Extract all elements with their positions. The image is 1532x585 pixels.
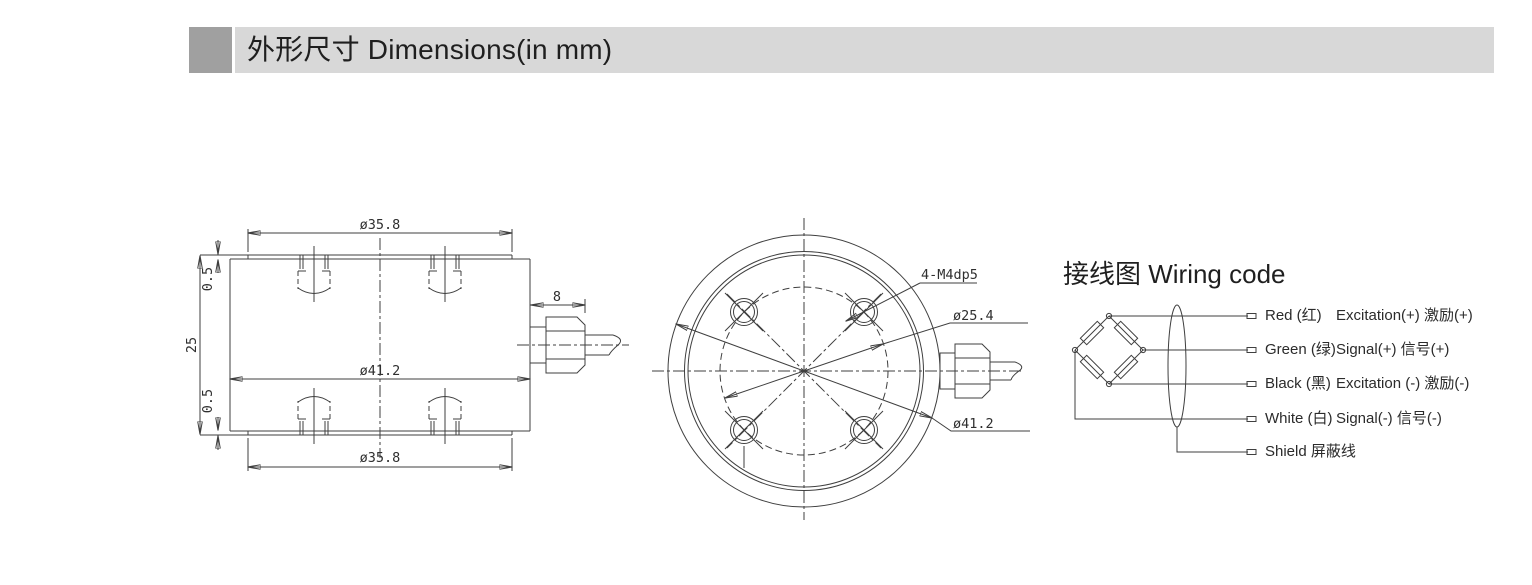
- wire-desc: Signal(+) 信号(+): [1336, 341, 1450, 358]
- wire-label: White (白): [1265, 410, 1333, 427]
- wire-desc: Excitation(+) 激励(+): [1336, 307, 1473, 324]
- strain-gauge: [1113, 320, 1139, 346]
- wire-white: [1074, 350, 1248, 420]
- dim-lip-top: 0.5: [200, 240, 218, 291]
- dim-bottom-diameter: ø35.8: [248, 438, 512, 471]
- wiring-title: 接线图 Wiring code: [1063, 259, 1286, 289]
- terminal-green: [1246, 347, 1257, 353]
- terminal-red: [1246, 313, 1257, 319]
- wire-label: Shield 屏蔽线: [1265, 443, 1356, 460]
- wiring-diagram-graphic: [1071, 304, 1257, 455]
- label-bolt-circle: ø25.4: [953, 308, 994, 324]
- side-view: ø35.8 ø41.2 ø35.8 25 0.5 0.5: [184, 217, 629, 471]
- leader-bolt-circle: ø25.4: [725, 308, 1028, 398]
- dim-lip-bottom: 0.5: [200, 389, 218, 450]
- wire-desc: Signal(-) 信号(-): [1336, 410, 1442, 427]
- label-holes: 4-M4dp5: [921, 267, 978, 283]
- dim-gland-length: 8: [531, 289, 585, 313]
- dim-height: 25: [184, 256, 200, 434]
- terminal-black: [1246, 381, 1257, 387]
- dim-label-lip-bottom: 0.5: [200, 389, 216, 413]
- leader-holes: 4-M4dp5: [846, 267, 978, 321]
- dim-label-top-diameter: ø35.8: [360, 217, 401, 233]
- terminal-shield: [1246, 449, 1257, 455]
- cable-break: [1010, 361, 1023, 381]
- strain-gauge: [1113, 354, 1139, 380]
- strain-gauge: [1079, 320, 1105, 346]
- dim-body-diameter: ø41.2: [230, 363, 530, 379]
- dim-label-bottom-diameter: ø35.8: [360, 450, 401, 466]
- cable-gland-side: [517, 316, 629, 374]
- header-accent-square: [189, 27, 232, 73]
- cable-sheath: [1167, 304, 1187, 428]
- wire-shield: [1176, 427, 1248, 453]
- wire-label: Black (黑): [1265, 375, 1331, 392]
- dim-top-diameter: ø35.8: [248, 217, 512, 252]
- label-outer-diameter: ø41.2: [953, 416, 994, 432]
- wire-label: Red (红): [1265, 307, 1322, 324]
- strain-gauge: [1079, 354, 1105, 380]
- dim-label-body-diameter: ø41.2: [360, 363, 401, 379]
- dim-label-gland-length: 8: [553, 289, 561, 305]
- cable-gland-top: [939, 343, 1023, 399]
- top-view: ø41.2 ø25.4 4-M4dp5: [652, 218, 1030, 520]
- wire-label: Green (绿): [1265, 341, 1336, 358]
- section-title: 外形尺寸 Dimensions(in mm): [247, 34, 613, 65]
- terminal-white: [1246, 416, 1257, 422]
- strain-gauge-bridge: [1071, 312, 1147, 388]
- section-header: 外形尺寸 Dimensions(in mm): [235, 27, 1494, 73]
- dim-label-height: 25: [184, 337, 200, 353]
- wire-desc: Excitation (-) 激励(-): [1336, 375, 1470, 392]
- dim-label-lip-top: 0.5: [200, 267, 216, 291]
